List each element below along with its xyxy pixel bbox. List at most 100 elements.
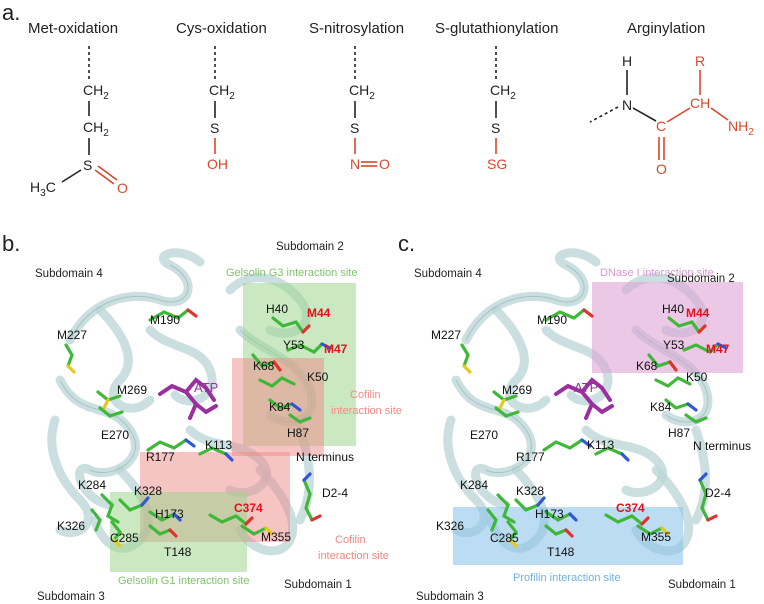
atp-molecule-b [158,377,218,420]
cofilin-bottom-label-1: Cofilin [335,534,366,546]
atp-molecule-c [554,377,614,420]
svg-text:O: O [379,156,390,172]
residue-label-b: K113 [205,438,232,452]
residue-label-c: K68 [636,359,658,373]
residue-label-c: K50 [686,370,708,384]
residue-label-b: K50 [307,370,329,384]
residue-label-c: K326 [436,519,464,533]
svg-text:CH: CH [690,95,710,111]
svg-text:O: O [656,161,667,177]
residue-label-c: T148 [547,545,575,559]
svg-text:O: O [117,180,128,196]
residue-label-c: M190 [537,313,567,327]
residue-label-c: H173 [535,507,564,521]
residue-label-c: C285 [490,531,519,545]
n-terminus-label-b: N terminus [296,450,354,464]
residue-label-b: T148 [164,545,192,559]
s-glutathionylation-structure: CH2 S SG [487,46,516,172]
residue-label-c: M47 [706,342,730,356]
panel-a-label: a. [2,0,20,25]
svg-text:CH2: CH2 [209,82,235,102]
svg-text:C: C [656,118,666,134]
residue-label-b: D2-4 [322,486,348,500]
atp-label-c: ATP [574,380,598,395]
residue-sticks-c [460,308,728,548]
residue-label-c: M355 [641,530,671,544]
svg-text:CH2: CH2 [83,119,109,139]
residue-label-c: M227 [431,328,461,342]
residue-label-c: K84 [650,400,672,414]
svg-text:S: S [491,120,500,136]
residue-label-b: C285 [110,531,139,545]
residue-label-b: E270 [101,428,129,442]
residue-label-b: M47 [324,342,348,356]
cofilin-top-label-1: Cofilin [350,389,381,401]
residue-label-c: H87 [668,426,690,440]
svg-text:CH2: CH2 [349,82,375,102]
atp-label-b: ATP [194,380,218,395]
residue-label-b: R177 [146,450,175,464]
residue-label-b: M227 [57,328,87,342]
residue-label-c: E270 [470,428,498,442]
panel-a: a. Met-oxidation Cys-oxidation S-nitrosy… [2,0,754,199]
profilin-label: Profilin interaction site [513,572,621,584]
svg-text:S: S [350,120,359,136]
subdomain-3-label-c: Subdomain 3 [416,591,484,603]
dnase-box [592,282,743,373]
cofilin-top-label-2: interaction site [331,405,402,417]
residue-label-c: C374 [616,501,645,515]
residue-label-c: K113 [587,438,614,452]
residue-label-b: M355 [261,530,291,544]
subdomain-2-label-b: Subdomain 2 [276,241,344,253]
title-cys-oxidation: Cys-oxidation [176,20,267,37]
subdomain-3-label-b: Subdomain 3 [37,591,105,603]
svg-text:OH: OH [207,156,228,172]
residue-label-b: K284 [78,478,106,492]
panel-b-label: b. [2,231,20,256]
n-terminus-label-c: N terminus [693,439,751,453]
cys-oxidation-structure: CH2 S OH [207,46,235,172]
svg-text:H3C: H3C [30,179,56,199]
title-arginylation: Arginylation [627,20,705,37]
residue-label-c: R177 [516,450,545,464]
svg-text:H: H [622,53,632,69]
panel-b: b. [2,231,402,603]
residue-label-b: K68 [253,359,275,373]
gelsolin-g1-label: Gelsolin G1 interaction site [118,575,249,587]
subdomain-1-label-b: Subdomain 1 [284,579,352,591]
residue-label-c: M269 [502,383,532,397]
residue-label-b: C374 [234,501,263,515]
residue-label-b: H40 [266,302,288,316]
residue-label-b: K328 [134,484,162,498]
svg-text:N: N [350,156,360,172]
s-nitrosylation-structure: CH2 S N O [349,46,390,172]
svg-text:R: R [695,53,705,69]
svg-text:S: S [83,157,92,173]
residue-label-c: K284 [460,478,488,492]
residue-label-c: H40 [662,302,684,316]
residue-label-b: K84 [269,400,291,414]
gelsolin-g1-box [110,492,247,572]
svg-text:CH2: CH2 [83,82,109,102]
gelsolin-g3-label: Gelsolin G3 interaction site [226,267,357,279]
residue-label-b: K326 [57,519,85,533]
residue-label-b: M190 [150,313,180,327]
panel-c-label: c. [398,231,415,256]
subdomain-4-label-b: Subdomain 4 [35,268,103,280]
svg-text:CH2: CH2 [490,82,516,102]
panel-c: c. [398,231,751,603]
subdomain-4-label-c: Subdomain 4 [414,268,482,280]
met-oxidation-structure: CH2 CH2 S H3C O [30,46,128,199]
residue-label-b: M269 [117,383,147,397]
title-met-oxidation: Met-oxidation [28,20,118,37]
residue-label-b: H87 [287,426,309,440]
title-s-nitrosylation: S-nitrosylation [309,20,404,37]
title-s-glutathionylation: S-glutathionylation [435,20,558,37]
subdomain-2-label-c: Subdomain 2 [667,273,735,285]
residue-label-c: D2-4 [705,486,731,500]
residue-label-b: M44 [307,306,331,320]
subdomain-1-label-c: Subdomain 1 [668,579,736,591]
residue-label-b: Y53 [283,338,305,352]
residue-label-c: K328 [516,484,544,498]
